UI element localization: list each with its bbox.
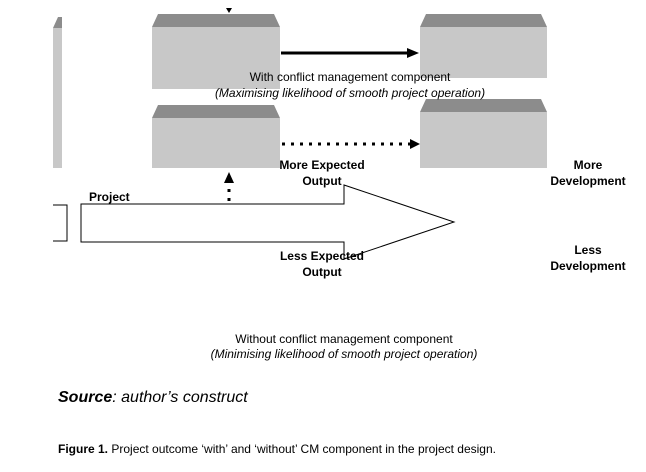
figure-caption-label: Figure 1. xyxy=(58,442,109,456)
less-development-line2: Development xyxy=(550,259,626,273)
with-cm-subtitle: (Maximising likelihood of smooth project… xyxy=(214,86,486,100)
without-cm-title: Without conflict management component xyxy=(235,332,453,346)
dotted-arrow-head xyxy=(410,139,420,149)
source-label: Source xyxy=(58,389,113,406)
box-top-right-roof xyxy=(420,14,547,27)
project-label: Project xyxy=(89,190,130,204)
less-expected-output-line1: Less Expected xyxy=(279,249,365,263)
without-cm-subtitle: (Minimising likelihood of smooth project… xyxy=(210,347,478,361)
dotted-vertical-arrow-head xyxy=(224,172,234,183)
figure-caption-text: Project outcome ‘with’ and ‘without’ CM … xyxy=(108,442,496,456)
box-top-left-roof xyxy=(152,14,280,27)
solid-arrow-head xyxy=(407,48,419,58)
left-edge-block xyxy=(53,28,62,168)
left-bracket xyxy=(53,204,68,242)
source-note: Source: author’s construct xyxy=(58,388,248,408)
box-top-left xyxy=(152,27,280,89)
box-middle-right-roof xyxy=(420,99,547,112)
box-middle-right xyxy=(420,112,547,168)
less-development-line1: Less xyxy=(574,243,602,257)
more-development-line1: More xyxy=(573,158,603,172)
source-text: : author’s construct xyxy=(112,389,248,406)
project-arrow xyxy=(80,184,456,260)
more-expected-output-line2: Output xyxy=(302,174,342,188)
figure-caption: Figure 1. Project outcome ‘with’ and ‘wi… xyxy=(58,441,496,457)
left-edge-block-top xyxy=(53,17,62,28)
arrow-tip-top xyxy=(226,8,232,13)
box-top-right xyxy=(420,27,547,78)
box-middle-left xyxy=(152,118,280,168)
box-middle-left-roof xyxy=(152,105,280,118)
more-development-line2: Development xyxy=(550,174,626,188)
more-expected-output-line1: More Expected xyxy=(279,158,365,172)
less-expected-output-line2: Output xyxy=(302,265,342,279)
with-cm-title: With conflict management component xyxy=(249,70,451,84)
